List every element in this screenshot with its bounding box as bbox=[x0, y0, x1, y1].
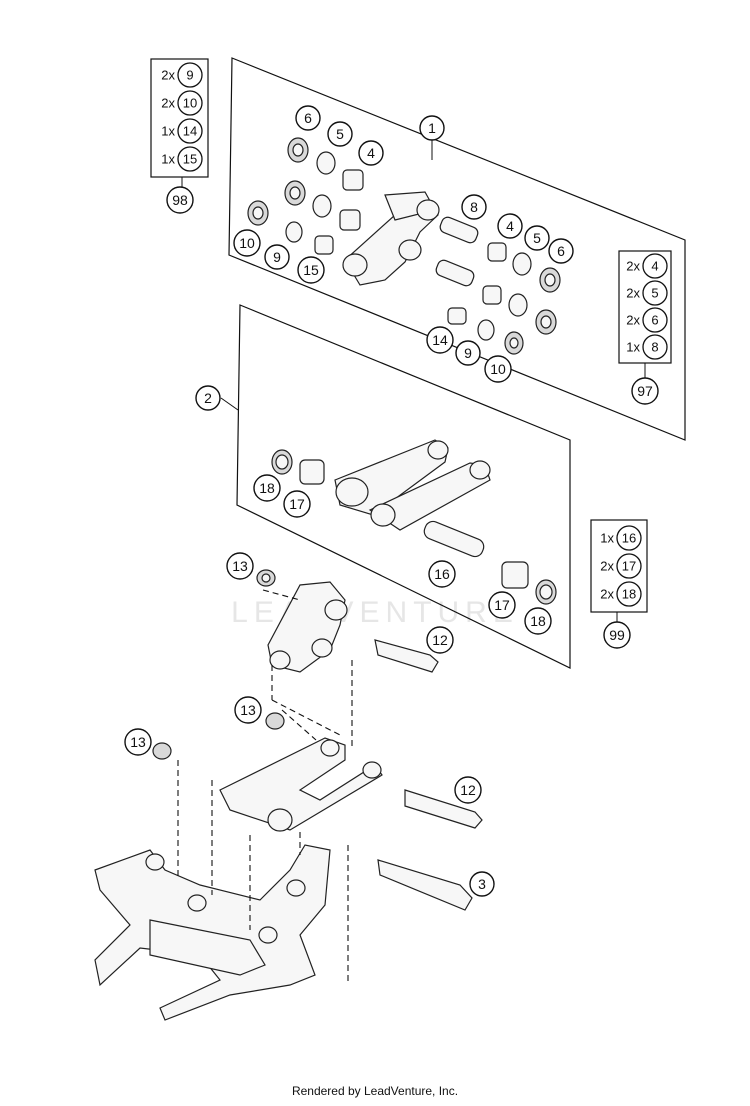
callout-10-b[interactable]: 10 bbox=[484, 355, 512, 383]
svg-text:2: 2 bbox=[204, 390, 212, 406]
kit-98: 2x 9 2x 10 1x 14 1x 15 bbox=[150, 58, 209, 178]
assembly-parts bbox=[94, 569, 483, 1021]
callout-6-a[interactable]: 6 bbox=[295, 105, 321, 131]
callout-18-a[interactable]: 18 bbox=[253, 474, 281, 502]
callout-9-b[interactable]: 9 bbox=[455, 340, 481, 366]
kit-98-part-1: 9 bbox=[186, 68, 193, 83]
callout-15[interactable]: 15 bbox=[297, 256, 325, 284]
svg-text:16: 16 bbox=[434, 566, 450, 582]
kit-97-qty-1: 2x bbox=[626, 259, 640, 274]
kit-97-qty-2: 2x bbox=[626, 286, 640, 301]
callout-6-b[interactable]: 6 bbox=[548, 238, 574, 264]
kit-99: 1x 16 2x 17 2x 18 bbox=[590, 519, 648, 613]
callout-16[interactable]: 16 bbox=[428, 560, 456, 588]
kit-97-part-3: 6 bbox=[651, 313, 658, 328]
group-2-panel bbox=[236, 304, 571, 669]
kit-99-qty-3: 2x bbox=[600, 587, 614, 602]
svg-text:13: 13 bbox=[232, 558, 248, 574]
callout-13-c[interactable]: 13 bbox=[124, 728, 152, 756]
callout-1[interactable]: 1 bbox=[419, 115, 445, 141]
callout-17-b[interactable]: 17 bbox=[488, 591, 516, 619]
kit-99-callout[interactable]: 99 bbox=[603, 621, 631, 649]
svg-text:18: 18 bbox=[530, 613, 546, 629]
kit-98-qty-4: 1x bbox=[161, 152, 175, 167]
callout-10-a[interactable]: 10 bbox=[233, 229, 261, 257]
kit-97: 2x 4 2x 5 2x 6 1x 8 bbox=[618, 250, 672, 364]
callout-17-a[interactable]: 17 bbox=[283, 490, 311, 518]
kit-97-callout[interactable]: 97 bbox=[631, 377, 659, 405]
callout-8[interactable]: 8 bbox=[461, 194, 487, 220]
callout-12-a[interactable]: 12 bbox=[426, 626, 454, 654]
callout-5-b[interactable]: 5 bbox=[524, 225, 550, 251]
svg-text:10: 10 bbox=[490, 361, 506, 377]
kit-99-qty-1: 1x bbox=[600, 531, 614, 546]
leader-lines bbox=[177, 140, 646, 985]
callout-14[interactable]: 14 bbox=[426, 326, 454, 354]
svg-text:9: 9 bbox=[273, 249, 281, 265]
kit-97-part-2: 5 bbox=[651, 286, 658, 301]
svg-text:4: 4 bbox=[506, 218, 514, 234]
watermark-text: LEADVENTURE bbox=[231, 596, 519, 629]
callout-9-a[interactable]: 9 bbox=[264, 244, 290, 270]
kit-99-part-2: 17 bbox=[622, 559, 636, 574]
callout-5-a[interactable]: 5 bbox=[327, 121, 353, 147]
svg-text:4: 4 bbox=[367, 145, 375, 161]
svg-text:5: 5 bbox=[336, 126, 344, 142]
kit-98-callout[interactable]: 98 bbox=[166, 186, 194, 214]
svg-text:5: 5 bbox=[533, 230, 541, 246]
kit-99-part-1: 16 bbox=[622, 531, 636, 546]
callout-12-b[interactable]: 12 bbox=[454, 776, 482, 804]
kit-97-part-4: 8 bbox=[651, 340, 658, 355]
svg-text:15: 15 bbox=[303, 262, 319, 278]
svg-text:6: 6 bbox=[557, 243, 565, 259]
group-2-parts bbox=[271, 439, 557, 605]
svg-text:10: 10 bbox=[239, 235, 255, 251]
kit-97-qty-4: 1x bbox=[626, 340, 640, 355]
kit-98-id: 98 bbox=[172, 192, 188, 208]
kit-98-qty-2: 2x bbox=[161, 96, 175, 111]
kit-98-qty-1: 2x bbox=[161, 68, 175, 83]
callout-3[interactable]: 3 bbox=[469, 871, 495, 897]
kit-97-qty-3: 2x bbox=[626, 313, 640, 328]
callout-4-a[interactable]: 4 bbox=[358, 140, 384, 166]
svg-text:12: 12 bbox=[432, 632, 448, 648]
group-1-panel bbox=[228, 57, 686, 441]
group-1-parts bbox=[247, 137, 561, 355]
kit-98-qty-3: 1x bbox=[161, 124, 175, 139]
callout-18-b[interactable]: 18 bbox=[524, 607, 552, 635]
svg-text:17: 17 bbox=[289, 496, 305, 512]
svg-text:13: 13 bbox=[130, 734, 146, 750]
kit-99-qty-2: 2x bbox=[600, 559, 614, 574]
svg-text:1: 1 bbox=[428, 120, 436, 136]
svg-text:17: 17 bbox=[494, 597, 510, 613]
kit-98-part-2: 10 bbox=[183, 96, 197, 111]
kit-97-id: 97 bbox=[637, 383, 653, 399]
svg-text:13: 13 bbox=[240, 702, 256, 718]
kit-98-part-3: 14 bbox=[183, 124, 197, 139]
kit-99-id: 99 bbox=[609, 627, 625, 643]
svg-text:12: 12 bbox=[460, 782, 476, 798]
callout-2[interactable]: 2 bbox=[195, 385, 221, 411]
svg-text:3: 3 bbox=[478, 876, 486, 892]
svg-text:8: 8 bbox=[470, 199, 478, 215]
callout-13-b[interactable]: 13 bbox=[234, 696, 262, 724]
callout-4-b[interactable]: 4 bbox=[497, 213, 523, 239]
svg-text:6: 6 bbox=[304, 110, 312, 126]
callout-13-a[interactable]: 13 bbox=[226, 552, 254, 580]
kit-99-part-3: 18 bbox=[622, 587, 636, 602]
svg-text:14: 14 bbox=[432, 332, 448, 348]
footer-credit: Rendered by LeadVenture, Inc. bbox=[291, 1084, 459, 1098]
kit-97-part-1: 4 bbox=[651, 259, 658, 274]
kit-98-part-4: 15 bbox=[183, 152, 197, 167]
svg-text:9: 9 bbox=[464, 345, 472, 361]
svg-text:18: 18 bbox=[259, 480, 275, 496]
